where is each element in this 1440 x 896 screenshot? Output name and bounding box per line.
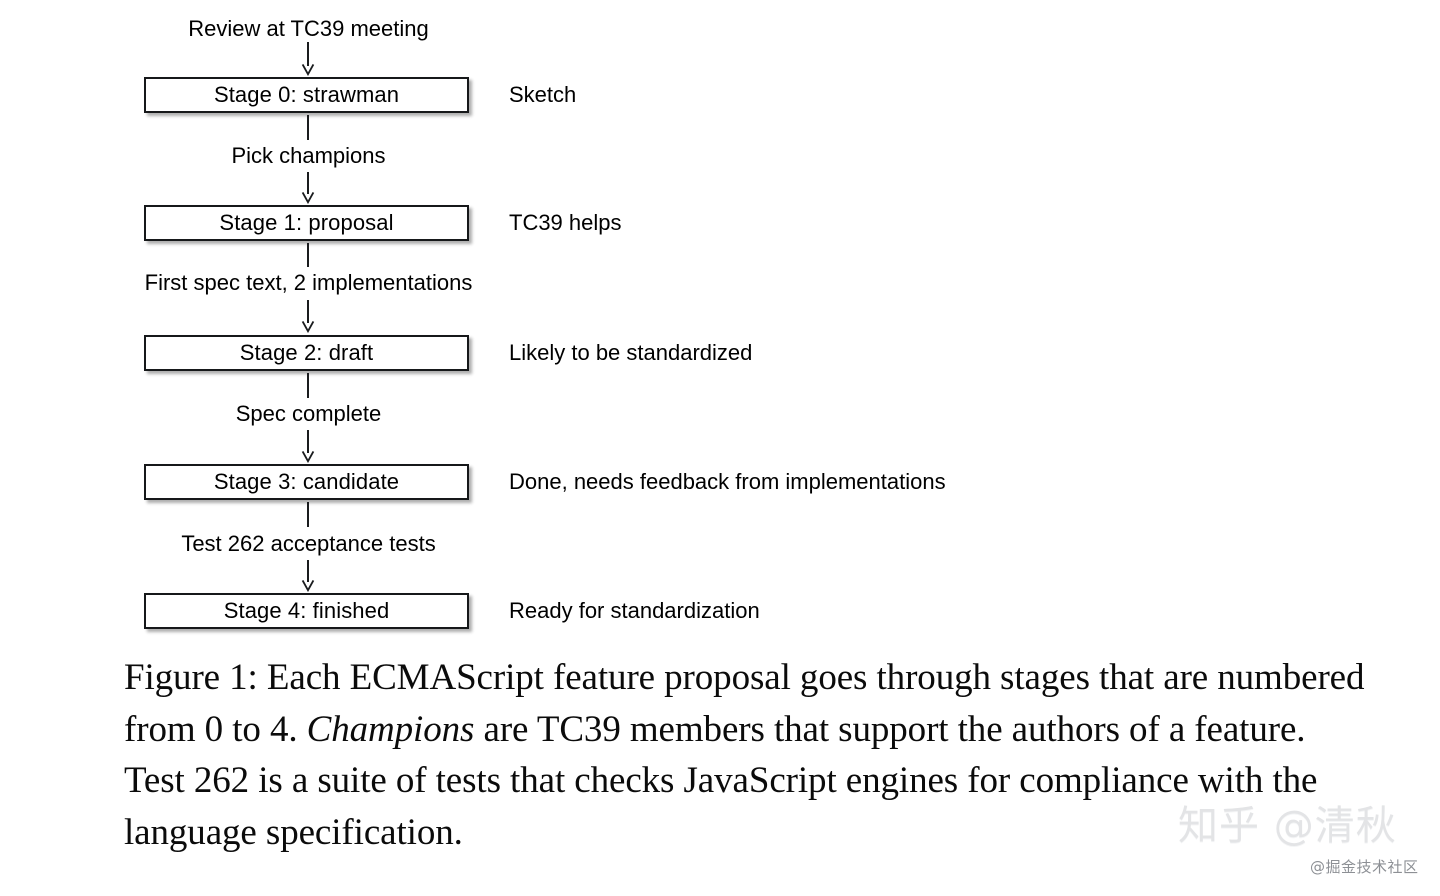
caption-part-1: Figure 1: Each ECMAScript feature propos… <box>124 657 1365 750</box>
connector-shaft-0 <box>307 172 309 194</box>
stage-box-3-label: Stage 3: candidate <box>213 469 400 494</box>
stage-row-1: Stage 1: proposal TC39 helps <box>0 205 1440 241</box>
stage-row-4: Stage 4: finished Ready for standardizat… <box>0 593 1440 629</box>
stage-row-3: Stage 3: candidate Done, needs feedback … <box>0 464 1440 500</box>
stage-box-3[interactable]: Stage 3: candidate <box>144 464 469 500</box>
stage-note-3: Done, needs feedback from implementation… <box>509 469 946 494</box>
arrowhead-icon-1 <box>301 319 315 333</box>
arrowhead-icon-2 <box>301 449 315 463</box>
stage-box-1[interactable]: Stage 1: proposal <box>144 205 469 241</box>
flowchart: Review at TC39 meeting Stage 0: strawman… <box>0 16 1440 629</box>
edge-label-first-spec-text: First spec text, 2 implementations <box>144 270 473 295</box>
stage-note-1: TC39 helps <box>509 210 622 235</box>
connector-shaft-1 <box>307 300 309 323</box>
connector-stub-3 <box>307 502 309 527</box>
stage-box-4-label: Stage 4: finished <box>223 598 390 623</box>
edge-label-spec-complete: Spec complete <box>235 401 382 426</box>
figure-caption: Figure 1: Each ECMAScript feature propos… <box>124 652 1374 858</box>
edge-label-review-at-tc39-meeting: Review at TC39 meeting <box>188 16 429 41</box>
connector-stub-1 <box>307 243 309 267</box>
stage-row-0: Stage 0: strawman Sketch <box>0 77 1440 113</box>
connector-stub-2 <box>307 373 309 398</box>
edge-label-test-262: Test 262 acceptance tests <box>181 531 436 556</box>
arrowhead-icon-0 <box>301 190 315 204</box>
figure-ecmascript-stages: Review at TC39 meeting Stage 0: strawman… <box>0 16 1440 629</box>
stage-box-2[interactable]: Stage 2: draft <box>144 335 469 371</box>
stage-box-1-label: Stage 1: proposal <box>219 210 394 235</box>
caption-emphasis-champions: Champions <box>306 708 475 750</box>
edge-label-pick-champions: Pick champions <box>231 143 386 168</box>
watermark-zhihu: 知乎 @清秋 <box>1178 803 1397 849</box>
stage-box-2-label: Stage 2: draft <box>239 340 374 365</box>
stage-note-2: Likely to be standardized <box>509 340 753 365</box>
stage-box-0[interactable]: Stage 0: strawman <box>144 77 469 113</box>
arrowhead-icon-entry <box>301 62 315 76</box>
connector-shaft-entry <box>307 42 309 66</box>
stage-note-4: Ready for standardization <box>509 598 760 623</box>
stage-note-0: Sketch <box>509 82 577 107</box>
caption-part-2: are TC39 members that support the author… <box>124 708 1318 853</box>
connector-shaft-3 <box>307 560 309 582</box>
arrowhead-icon-3 <box>301 578 315 592</box>
stage-box-0-label: Stage 0: strawman <box>213 82 400 107</box>
stage-row-2: Stage 2: draft Likely to be standardized <box>0 335 1440 371</box>
connector-stub-0 <box>307 115 309 140</box>
connector-shaft-2 <box>307 430 309 453</box>
stage-box-4[interactable]: Stage 4: finished <box>144 593 469 629</box>
watermark-juejin: @掘金技术社区 <box>1310 858 1419 876</box>
